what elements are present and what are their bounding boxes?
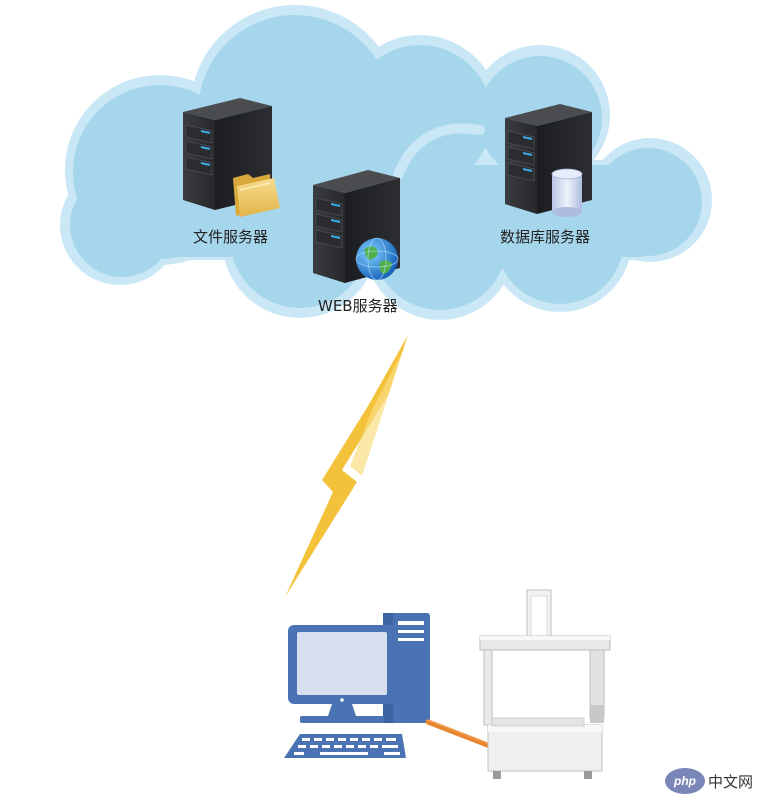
lightning-icon — [285, 335, 408, 597]
watermark-text: 中文网 — [707, 772, 753, 791]
folder-icon — [233, 174, 280, 217]
keyboard-icon — [284, 734, 406, 758]
watermark: php 中文网 — [664, 768, 753, 794]
file-server — [183, 98, 280, 217]
web-server-label: WEB服务器 — [318, 297, 398, 315]
data-cable — [425, 719, 493, 749]
server-icon — [505, 104, 592, 214]
php-logo: php — [664, 768, 705, 794]
web-server — [313, 170, 400, 283]
file-server-label: 文件服务器 — [193, 228, 269, 246]
computer-icon — [288, 613, 430, 723]
globe-icon — [355, 237, 399, 281]
database-server — [505, 104, 592, 217]
database-icon — [551, 168, 583, 217]
cmm-machine-icon — [479, 589, 611, 779]
database-server-label: 数据库服务器 — [500, 228, 591, 246]
